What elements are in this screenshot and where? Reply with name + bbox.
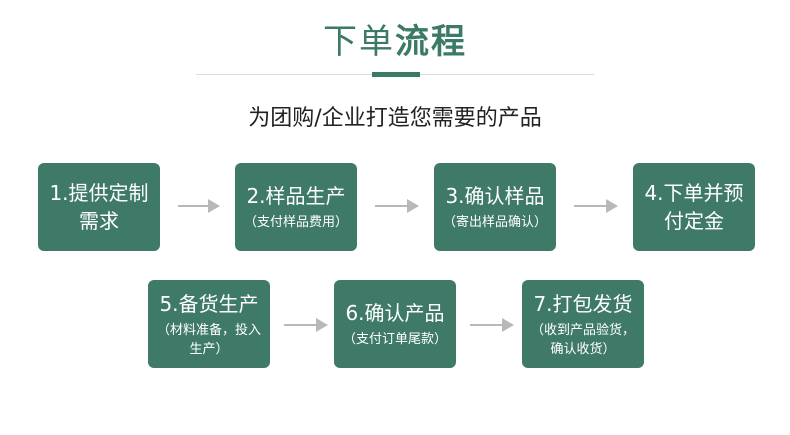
step-6-label: 6.确认产品	[345, 301, 445, 325]
step-5-box: 5.备货生产 （材料准备，投入生产）	[148, 280, 270, 368]
step-4-box: 4.下单并预付定金	[633, 163, 755, 251]
step-2-label: 2.样品生产	[246, 184, 346, 208]
step-7-note: （收到产品验货，确认收货）	[530, 322, 635, 357]
step-6-box: 6.确认产品 （支付订单尾款）	[334, 280, 456, 368]
title-bold: 流程	[395, 22, 467, 62]
step-1-box: 1.提供定制需求	[38, 163, 160, 251]
step-2-note: （支付样品费用）	[243, 215, 348, 230]
step-7-box: 7.打包发货 （收到产品验货，确认收货）	[522, 280, 644, 368]
page-title: 下单流程	[0, 20, 790, 64]
step-3-box: 3.确认样品 （寄出样品确认）	[434, 163, 556, 251]
arrow-6-7	[470, 318, 514, 332]
arrow-2-3	[375, 199, 419, 213]
step-7-label: 7.打包发货	[533, 291, 633, 316]
step-4-label: 4.下单并预付定金	[644, 181, 744, 233]
step-3-note: （寄出样品确认）	[442, 215, 547, 230]
arrow-5-6	[284, 318, 328, 332]
title-divider-accent	[372, 72, 420, 77]
step-3-label: 3.确认样品	[445, 184, 545, 208]
step-2-box: 2.样品生产 （支付样品费用）	[235, 163, 357, 251]
step-5-note: （材料准备，投入生产）	[156, 322, 261, 357]
step-1-label: 1.提供定制需求	[49, 181, 149, 233]
subtitle: 为团购/企业打造您需要的产品	[248, 106, 542, 131]
title-light: 下单	[323, 22, 395, 62]
step-5-label: 5.备货生产	[159, 291, 259, 316]
step-6-note: （支付订单尾款）	[342, 332, 447, 347]
arrow-1-2	[178, 199, 220, 213]
arrow-3-4	[574, 199, 618, 213]
